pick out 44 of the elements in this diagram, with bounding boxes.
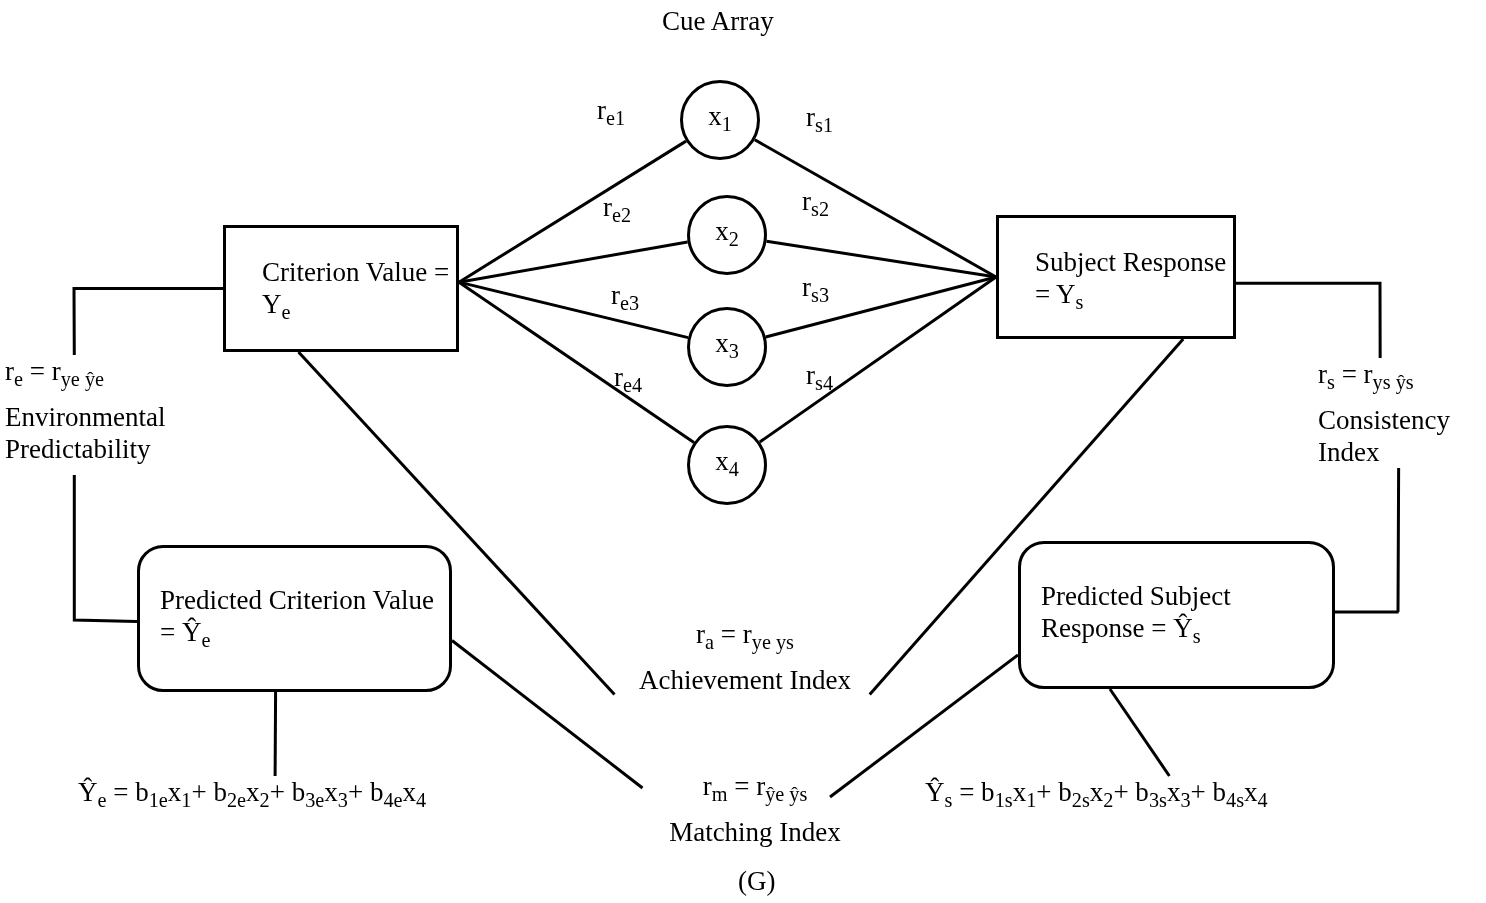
edge-label: r$_{e3}$ [611, 280, 640, 316]
index-label: Achievement Index [637, 664, 853, 697]
cue-label: x$_{1}$ [708, 99, 732, 138]
formula-text: r$_{e}$ = r$_{ye ŷe}$ [5, 355, 105, 393]
diagram-title: Cue Array [662, 6, 774, 37]
index-label: Environmental Predictability [5, 401, 167, 466]
index-label: Consistency Index [1318, 404, 1451, 469]
box-label: Predicted Criterion Value = Ŷ$_{e}$ [160, 584, 435, 654]
cue-label: x$_{3}$ [715, 326, 739, 365]
edge-label: r$_{e4}$ [614, 362, 643, 398]
connector-line [72, 287, 223, 355]
connector-line [451, 639, 644, 790]
connector-line [1236, 281, 1382, 358]
formula-text: r$_{s}$ = r$_{ys ŷs}$ [1318, 358, 1415, 396]
box-label: Criterion Value = Y$_{e}$ [262, 256, 451, 326]
connector-line [72, 475, 138, 623]
connector-line [1335, 468, 1401, 614]
connector-line [829, 653, 1019, 799]
formula-text: Ŷ$_{s}$ = b$_{1s}$x$_{1}$+ b$_{2s}$x$_{2}$+ b$_{3s}$x$_{3}$+ b$_{4s}$x$_{4}$ [925, 776, 1269, 814]
connector-line [273, 692, 278, 776]
rounded-box [1018, 541, 1335, 689]
connector-line [297, 351, 616, 696]
index-label: Matching Index [668, 816, 842, 849]
cue-label: x$_{4}$ [715, 444, 739, 483]
formula-text: r$_{a}$ = r$_{ye ys}$ [695, 618, 795, 656]
connector-line [1108, 688, 1171, 777]
cue-label: x$_{2}$ [715, 214, 739, 253]
connector-line [868, 338, 1185, 696]
formula-text: r$_{m}$ = r$_{ŷe ŷs}$ [701, 770, 809, 808]
edge-label: r$_{s3}$ [802, 272, 829, 308]
connector-line [458, 139, 687, 284]
formula-text: Ŷ$_{e}$ = b$_{1e}$x$_{1}$+ b$_{2e}$x$_{2}$+ b$_{3e}$x$_{3}$+ b$_{4e}$x$_{4}$ [78, 776, 428, 814]
caption: (G) [738, 866, 776, 897]
edge-label: r$_{e2}$ [603, 192, 632, 228]
box-label: Predicted Subject Response = Ŷ$_{s}$ [1041, 580, 1232, 650]
edge-label: r$_{s1}$ [806, 102, 833, 138]
edge-label: r$_{s4}$ [806, 360, 833, 396]
process-box [223, 225, 459, 352]
edge-label: r$_{s2}$ [802, 186, 829, 222]
rounded-box [137, 545, 452, 692]
process-box [996, 215, 1236, 339]
box-label: Subject Response = Y$_{s}$ [1035, 246, 1228, 316]
edge-label: r$_{e1}$ [597, 95, 626, 131]
connector-line [758, 275, 997, 444]
